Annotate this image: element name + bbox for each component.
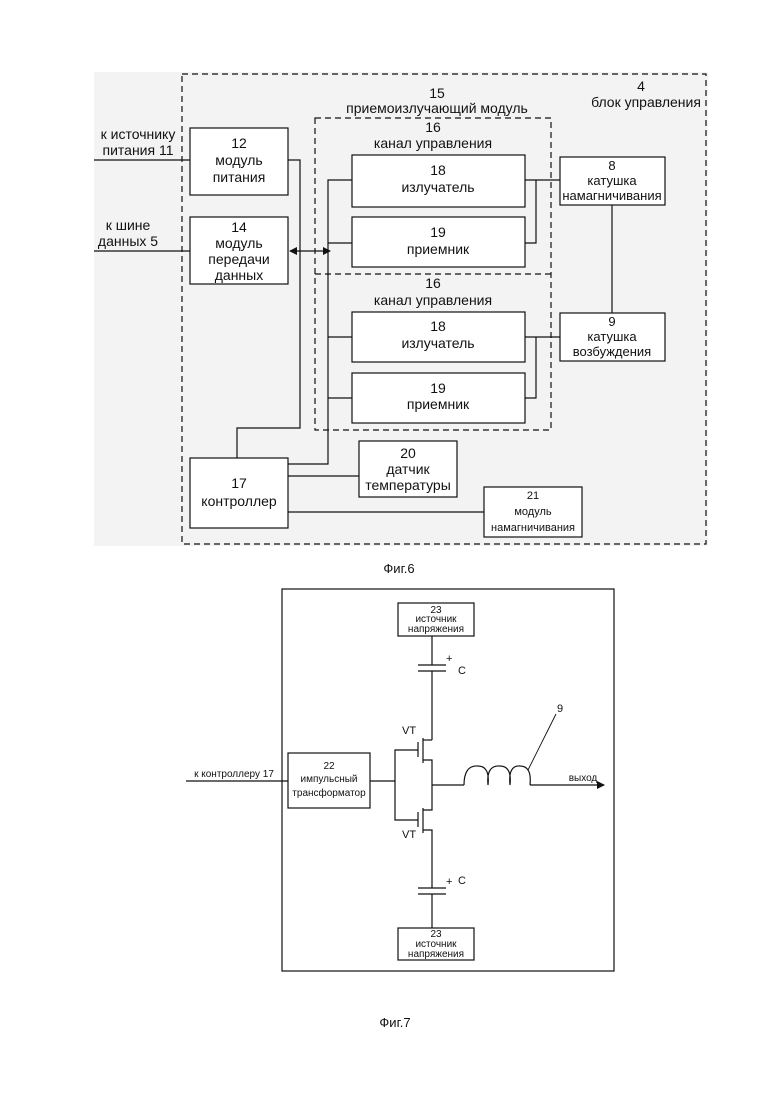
source-top-line2: напряжения <box>408 624 464 635</box>
emitter-2-num: 18 <box>430 318 446 334</box>
magnetizing-coil-num: 8 <box>608 158 615 173</box>
pulse-transformer-num: 22 <box>323 761 335 772</box>
receiver-2-label: приемник <box>407 396 470 412</box>
input-label: к контроллеру 17 <box>194 769 274 780</box>
emitter-1-label: излучатель <box>401 179 474 195</box>
inductor-coil <box>464 766 530 785</box>
coil-num: 9 <box>557 703 563 715</box>
control-unit-label: блок управления <box>591 94 701 110</box>
cap-bottom-label: C <box>458 875 466 887</box>
cap-top-label: C <box>458 665 466 677</box>
receiver-1-num: 19 <box>430 224 446 240</box>
controller-label: контроллер <box>201 493 277 509</box>
power-module-line1: модуль <box>215 152 262 168</box>
temp-sensor-line2: температуры <box>365 477 451 493</box>
magnetizing-module-line1: модуль <box>514 506 552 518</box>
control-unit-num: 4 <box>637 78 645 94</box>
cap-top-plus: + <box>446 653 452 665</box>
power-input-line1: к источнику <box>101 126 176 142</box>
receiver-1-label: приемник <box>407 241 470 257</box>
data-input-line1: к шине <box>106 217 151 233</box>
tx-module-num: 15 <box>429 85 445 101</box>
temp-sensor-num: 20 <box>400 445 416 461</box>
pulse-transformer-line2: трансформатор <box>292 787 366 799</box>
emitter-1-num: 18 <box>430 162 446 178</box>
channel-2-label: канал управления <box>374 292 492 308</box>
power-input-line2: питания 11 <box>103 142 174 158</box>
data-input-line2: данных 5 <box>98 233 158 249</box>
data-module-line1: модуль <box>215 235 262 251</box>
cap-bottom-plus: + <box>446 876 452 888</box>
temp-sensor-line1: датчик <box>386 461 430 477</box>
controller-num: 17 <box>231 475 247 491</box>
data-module-line2: передачи <box>208 251 269 267</box>
magnetizing-module-num: 21 <box>527 490 539 502</box>
receiver-2-num: 19 <box>430 380 446 396</box>
power-module-line2: питания <box>213 169 266 185</box>
channel-2-num: 16 <box>425 275 441 291</box>
output-label: выход <box>569 773 598 784</box>
vt-top-label: VT <box>402 725 416 737</box>
figure-7 <box>186 589 614 971</box>
data-module-num: 14 <box>231 219 247 235</box>
emitter-2-label: излучатель <box>401 335 474 351</box>
pulse-transformer-line1: импульсный <box>301 774 358 785</box>
tx-module-label: приемоизлучающий модуль <box>346 100 528 116</box>
data-module-line3: данных <box>215 267 263 283</box>
figure-6-caption: Фиг.6 <box>383 561 414 576</box>
fig7-wiring <box>186 636 604 928</box>
figure-7-caption: Фиг.7 <box>379 1015 410 1030</box>
figure-7-text: 23 источник напряжения + C VT VT 9 к кон… <box>194 605 597 1030</box>
channel-1-label: канал управления <box>374 135 492 151</box>
source-bottom-line2: напряжения <box>408 949 464 960</box>
excitation-coil-line1: катушка <box>587 329 637 344</box>
excitation-coil-num: 9 <box>608 314 615 329</box>
magnetizing-coil-line1: катушка <box>587 173 637 188</box>
vt-bottom-label: VT <box>402 829 416 841</box>
magnetizing-module-line2: намагничивания <box>491 522 575 534</box>
excitation-coil-line2: возбуждения <box>573 344 651 359</box>
power-module-num: 12 <box>231 135 247 151</box>
magnetizing-coil-line2: намагничивания <box>562 188 661 203</box>
channel-1-num: 16 <box>425 119 441 135</box>
